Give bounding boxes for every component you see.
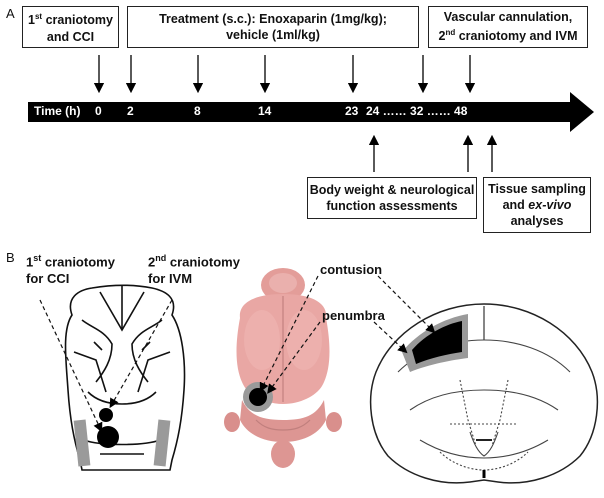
cannulation-line1: Vascular cannulation, [443, 10, 573, 25]
craniotomy-hole-small [99, 408, 113, 422]
tick-23: 23 [345, 104, 359, 118]
tick-24-32-48: 24 …… 32 …… 48 [366, 104, 468, 118]
timeline-arrow [28, 92, 594, 132]
skull-left-bar [73, 419, 91, 467]
assessment-box: Body weight & neurological function asse… [307, 177, 477, 219]
tick-14: 14 [258, 104, 272, 118]
craniotomy-cci-box: 1st craniotomy and CCI [22, 6, 119, 48]
first-craniotomy-ordinal: st [33, 253, 42, 263]
lesion-leaders [259, 275, 436, 394]
brain-photo [224, 268, 342, 468]
assessment-line2: function assessments [326, 199, 458, 213]
tissue-line1: Tissue sampling [488, 182, 586, 196]
coronal-contusion [412, 321, 462, 364]
craniotomy-hole-large [97, 426, 119, 448]
first-craniotomy-line2: for CCI [26, 271, 70, 287]
timeline-time-label: Time (h) [34, 104, 81, 118]
tissue-line2-pre: and [502, 198, 529, 212]
cannulation-line2: craniotomy and IVM [455, 29, 578, 44]
cannulation-ordinal: nd [445, 28, 456, 38]
craniotomy-leaders [39, 299, 173, 433]
second-craniotomy-text: craniotomy [166, 254, 240, 270]
brain-contusion-core [249, 388, 267, 406]
second-craniotomy-label: 2nd craniotomy for IVM [148, 250, 240, 287]
tick-8: 8 [194, 104, 201, 118]
craniotomy-cci-line2: and CCI [46, 29, 95, 44]
cannulation-number: 2 [438, 29, 446, 44]
treatment-line1: Treatment (s.c.): Enoxaparin (1mg/kg); [159, 12, 387, 26]
penumbra-label: penumbra [322, 308, 385, 323]
panel-a-label: A [6, 6, 15, 21]
treatment-arrows [93, 55, 476, 94]
tick-0: 0 [95, 104, 102, 118]
tissue-line3: analyses [510, 214, 564, 228]
treatment-line2: vehicle (1ml/kg) [226, 28, 320, 42]
tick-2: 2 [127, 104, 134, 118]
first-craniotomy-number: 1 [26, 254, 34, 270]
second-craniotomy-line2: for IVM [148, 271, 193, 287]
contusion-label: contusion [320, 262, 383, 277]
cannulation-box: Vascular cannulation, 2nd craniotomy and… [428, 6, 588, 48]
assessment-arrows [368, 134, 498, 172]
treatment-box: Treatment (s.c.): Enoxaparin (1mg/kg); v… [127, 6, 419, 48]
craniotomy-cci-number: 1 [28, 13, 35, 28]
tissue-box: Tissue sampling and ex-vivo analyses [483, 177, 591, 233]
assessment-line1: Body weight & neurological [309, 183, 475, 197]
skull-illustration [64, 284, 186, 471]
skull-right-bar [153, 419, 171, 467]
coronal-section [369, 303, 599, 484]
craniotomy-cci-text: craniotomy [42, 13, 113, 28]
first-craniotomy-text: craniotomy [41, 254, 115, 270]
tissue-line2-italic: ex-vivo [528, 198, 572, 212]
second-craniotomy-number: 2 [148, 254, 156, 270]
first-craniotomy-label: 1st craniotomy for CCI [26, 250, 115, 287]
panel-b-label: B [6, 250, 15, 265]
craniotomy-cci-ordinal: st [34, 12, 43, 22]
second-craniotomy-ordinal: nd [155, 253, 167, 263]
